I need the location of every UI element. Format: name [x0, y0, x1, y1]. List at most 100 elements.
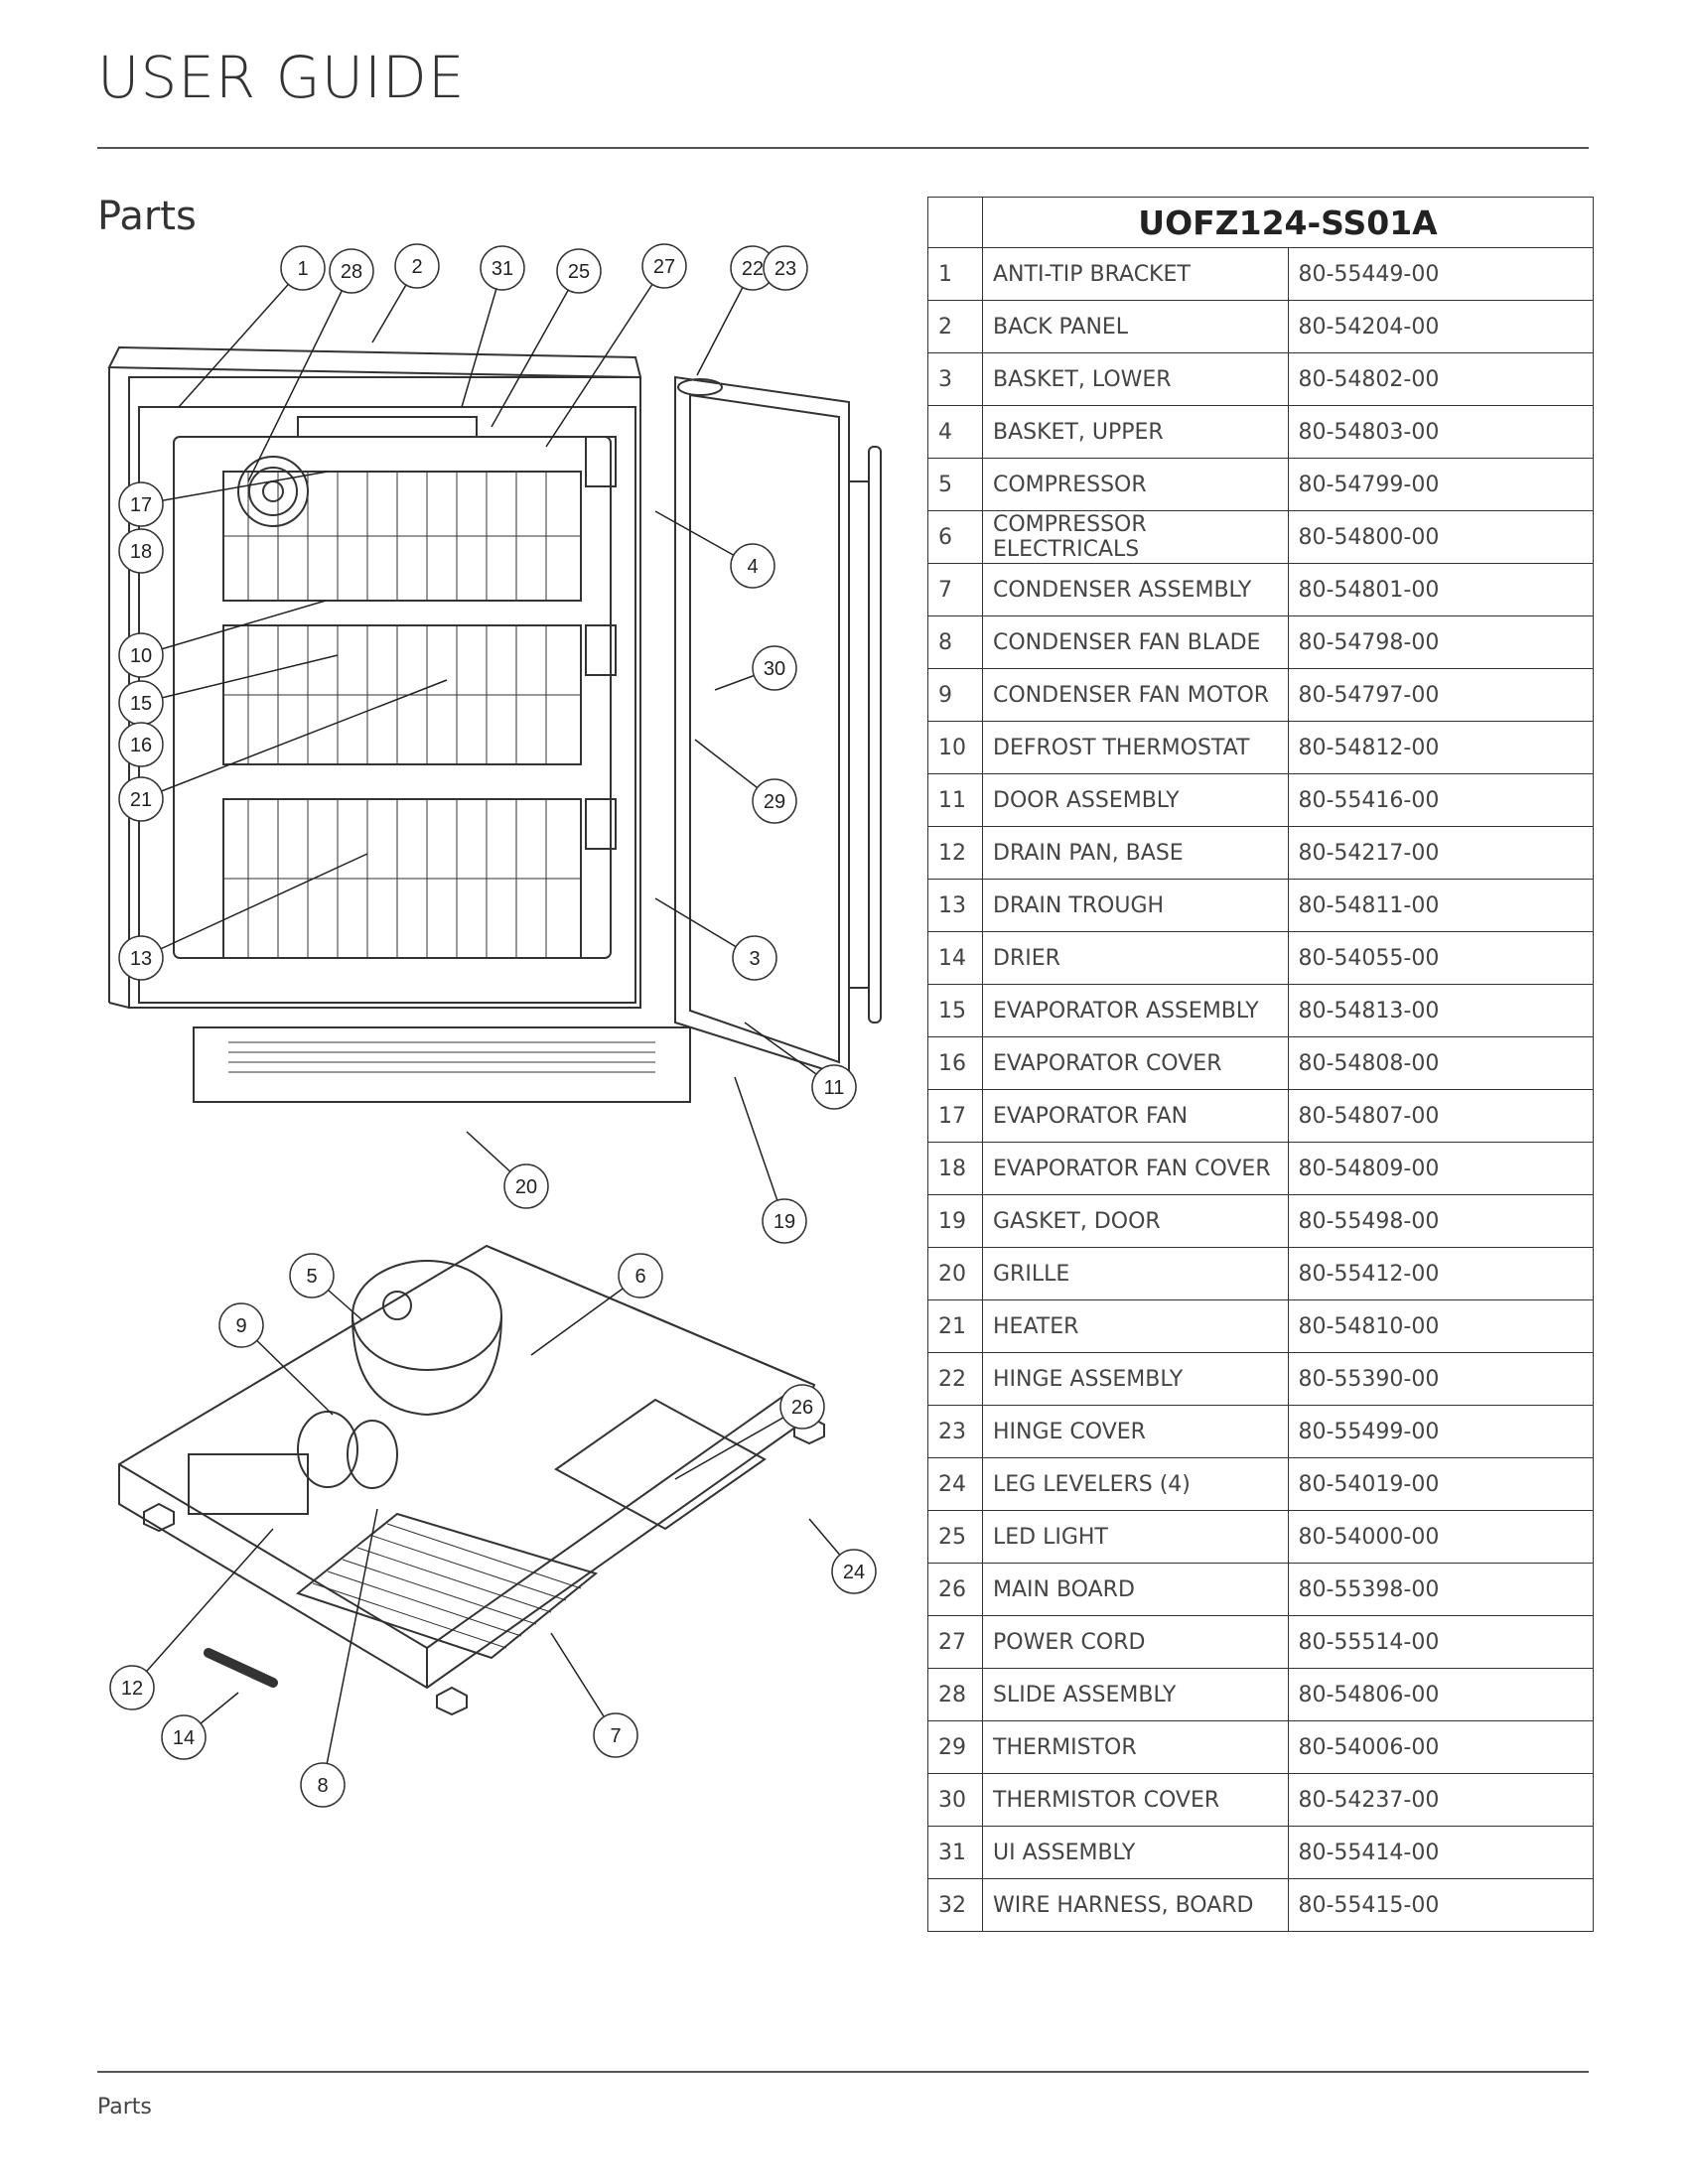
callout-label: 21: [130, 789, 152, 811]
callout-23: 23: [763, 245, 808, 291]
part-code: 80-54204-00: [1287, 300, 1594, 353]
part-number-index: 28: [927, 1668, 983, 1721]
part-name: EVAPORATOR COVER: [982, 1036, 1289, 1090]
part-number-index: 3: [927, 352, 983, 406]
part-name: MAIN BOARD: [982, 1563, 1289, 1616]
part-number-index: 19: [927, 1194, 983, 1248]
part-name: HEATER: [982, 1299, 1289, 1353]
part-number-index: 25: [927, 1510, 983, 1564]
part-number-index: 24: [927, 1457, 983, 1511]
callout-label: 22: [742, 258, 764, 280]
part-name: CONDENSER FAN MOTOR: [982, 668, 1289, 722]
part-number-index: 12: [927, 826, 983, 880]
part-code: 80-54237-00: [1287, 1773, 1594, 1827]
callout-label: 23: [774, 258, 796, 280]
part-code: 80-55414-00: [1287, 1826, 1594, 1879]
part-number-index: 23: [927, 1405, 983, 1458]
callout-label: 11: [824, 1077, 845, 1099]
part-name: BASKET, LOWER: [982, 352, 1289, 406]
callout-30: 30: [752, 645, 797, 691]
part-name: DOOR ASSEMBLY: [982, 773, 1289, 827]
callout-9: 9: [218, 1302, 264, 1348]
callout-label: 14: [173, 1727, 195, 1749]
part-code: 80-54811-00: [1287, 879, 1594, 932]
part-code: 80-54803-00: [1287, 405, 1594, 459]
part-code: 80-55390-00: [1287, 1352, 1594, 1406]
part-number-index: 2: [927, 300, 983, 353]
callout-label: 30: [764, 658, 785, 680]
part-number-index: 29: [927, 1720, 983, 1774]
part-name: LED LIGHT: [982, 1510, 1289, 1564]
callout-29: 29: [752, 778, 797, 824]
callout-label: 16: [130, 735, 152, 756]
part-code: 80-54812-00: [1287, 721, 1594, 774]
callout-label: 5: [306, 1266, 317, 1288]
part-name: DRIER: [982, 931, 1289, 985]
callout-label: 6: [634, 1266, 645, 1288]
part-name: EVAPORATOR FAN COVER: [982, 1142, 1289, 1195]
part-name: DRAIN TROUGH: [982, 879, 1289, 932]
callout-label: 1: [297, 258, 308, 280]
header-blank-cell: [927, 197, 983, 248]
part-code: 80-55499-00: [1287, 1405, 1594, 1458]
part-number-index: 6: [927, 510, 983, 564]
part-code: 80-54809-00: [1287, 1142, 1594, 1195]
part-name: BASKET, UPPER: [982, 405, 1289, 459]
model-number: UOFZ124-SS01A: [982, 197, 1594, 248]
callout-24: 24: [831, 1549, 877, 1594]
part-name: CONDENSER ASSEMBLY: [982, 563, 1289, 616]
part-number-index: 27: [927, 1615, 983, 1669]
callout-label: 25: [568, 261, 590, 283]
part-number-index: 17: [927, 1089, 983, 1143]
callout-label: 7: [610, 1725, 621, 1747]
part-name: ANTI-TIP BRACKET: [982, 247, 1289, 301]
callout-4: 4: [730, 543, 775, 589]
callout-label: 27: [653, 256, 675, 278]
part-number-index: 13: [927, 879, 983, 932]
callout-11: 11: [811, 1064, 857, 1110]
part-name: GRILLE: [982, 1247, 1289, 1300]
callout-label: 13: [130, 948, 152, 970]
document-title: USER GUIDE: [97, 44, 466, 111]
part-name: HINGE ASSEMBLY: [982, 1352, 1289, 1406]
section-title: Parts: [97, 194, 197, 239]
part-code: 80-54802-00: [1287, 352, 1594, 406]
part-number-index: 10: [927, 721, 983, 774]
part-number-index: 20: [927, 1247, 983, 1300]
part-number-index: 4: [927, 405, 983, 459]
callout-label: 15: [130, 693, 152, 715]
callout-label: 29: [764, 791, 785, 813]
callout-14: 14: [161, 1714, 207, 1760]
part-name: LEG LEVELERS (4): [982, 1457, 1289, 1511]
part-name: DEFROST THERMOSTAT: [982, 721, 1289, 774]
callout-label: 2: [411, 256, 422, 278]
part-code: 80-54000-00: [1287, 1510, 1594, 1564]
callout-label: 26: [791, 1397, 813, 1419]
part-number-index: 18: [927, 1142, 983, 1195]
part-code: 80-54806-00: [1287, 1668, 1594, 1721]
footer-divider: [97, 2071, 1589, 2073]
part-code: 80-54019-00: [1287, 1457, 1594, 1511]
part-name: EVAPORATOR ASSEMBLY: [982, 984, 1289, 1037]
callout-12: 12: [109, 1665, 155, 1710]
callout-label: 24: [843, 1562, 865, 1583]
leader-lines: [131, 265, 855, 1786]
part-number-index: 1: [927, 247, 983, 301]
callout-17: 17: [118, 481, 164, 527]
part-number-index: 8: [927, 615, 983, 669]
